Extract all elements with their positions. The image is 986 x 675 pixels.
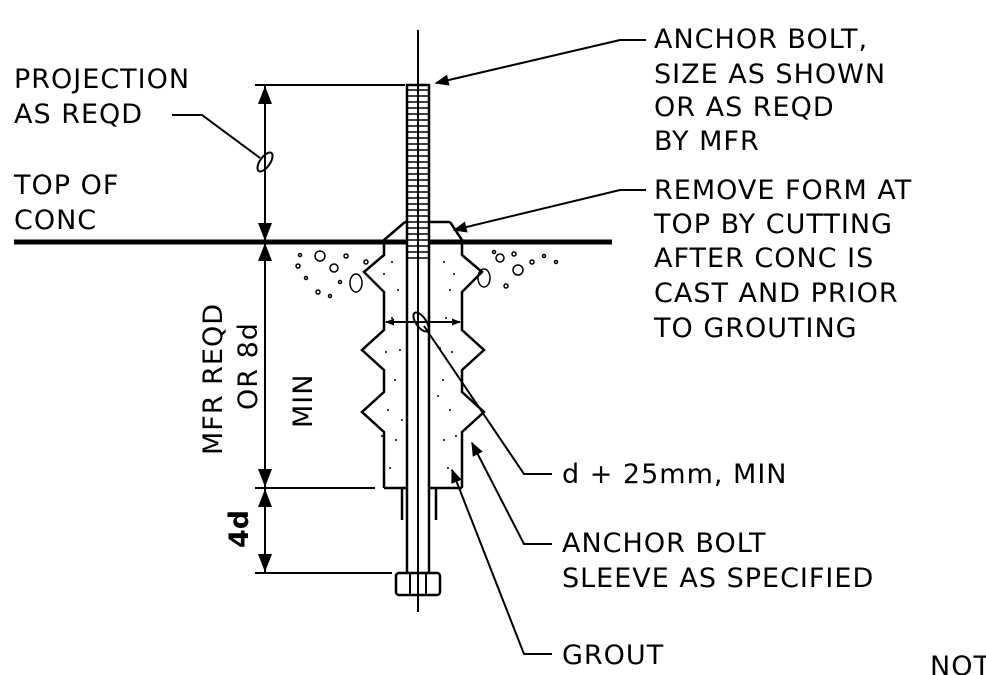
four-d-label: 4d	[224, 510, 255, 548]
grout-label: GROUT	[562, 640, 664, 671]
sleeve-label: ANCHOR BOLT SLEEVE AS SPECIFIED	[562, 528, 874, 594]
sleeve-right-wall	[448, 221, 486, 488]
anchor-bolt-label: ANCHOR BOLT, SIZE AS SHOWN OR AS REQD BY…	[654, 24, 896, 157]
embedment-depth-label: MFR REQD OR 8d	[198, 293, 264, 455]
dimension-tick-projection	[256, 151, 274, 173]
sleeve-left-wall	[360, 221, 406, 488]
remove-form-label: REMOVE FORM AT TOP BY CUTTING AFTER CONC…	[653, 175, 922, 344]
grout-stipple	[381, 261, 457, 469]
projection-label: PROJECTION AS REQD	[14, 64, 200, 130]
grout-leader	[451, 468, 552, 655]
projection-leader	[172, 114, 261, 159]
anchor-bolt-leader	[434, 39, 646, 86]
sleeve-dia-leader	[423, 325, 552, 475]
remove-form-leader	[452, 189, 646, 233]
min-label: MIN	[288, 374, 319, 428]
concrete-aggregate-hatch	[295, 249, 559, 299]
note-fragment-label: NOTI	[930, 651, 986, 675]
dimension-arrowheads	[258, 86, 272, 572]
sleeve-diameter-label: d + 25mm, MIN	[562, 459, 788, 490]
top-of-conc-label: TOP OF CONC	[13, 170, 129, 236]
sleeve-leader	[471, 441, 552, 545]
